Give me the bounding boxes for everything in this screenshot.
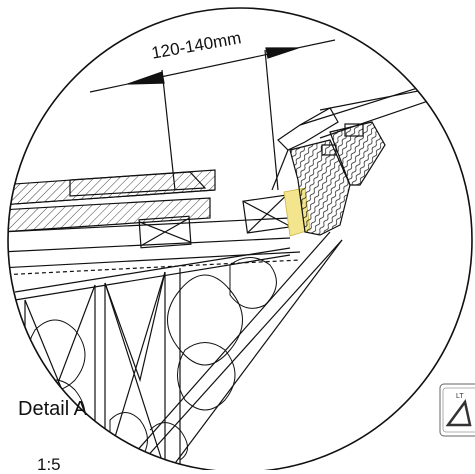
counter-batten-right	[242, 194, 292, 234]
logo-badge-text: LT	[456, 393, 464, 400]
stud-columns	[24, 268, 181, 470]
counter-batten-left	[138, 215, 192, 249]
window-frame-profile	[271, 69, 472, 236]
dimension-line	[89, 39, 336, 191]
logo-badge: LT	[439, 383, 475, 437]
detail-title: Detail A	[18, 398, 87, 420]
detail-scale: 1:5	[37, 455, 61, 474]
detail-circle	[7, 7, 473, 470]
fascia-board	[8, 197, 211, 233]
